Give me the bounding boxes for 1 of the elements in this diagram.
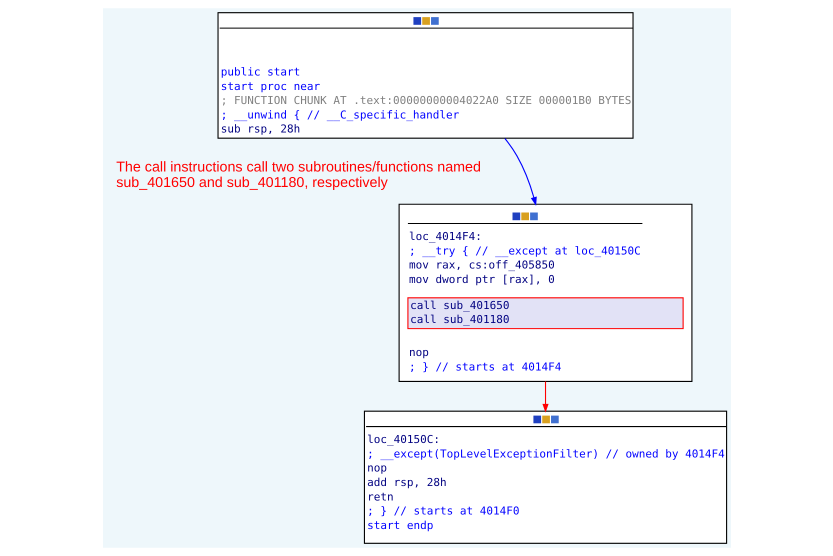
label: The call instructions call two subroutines/functions named sub_401650 and sub_401180, respectively — [116, 160, 480, 192]
